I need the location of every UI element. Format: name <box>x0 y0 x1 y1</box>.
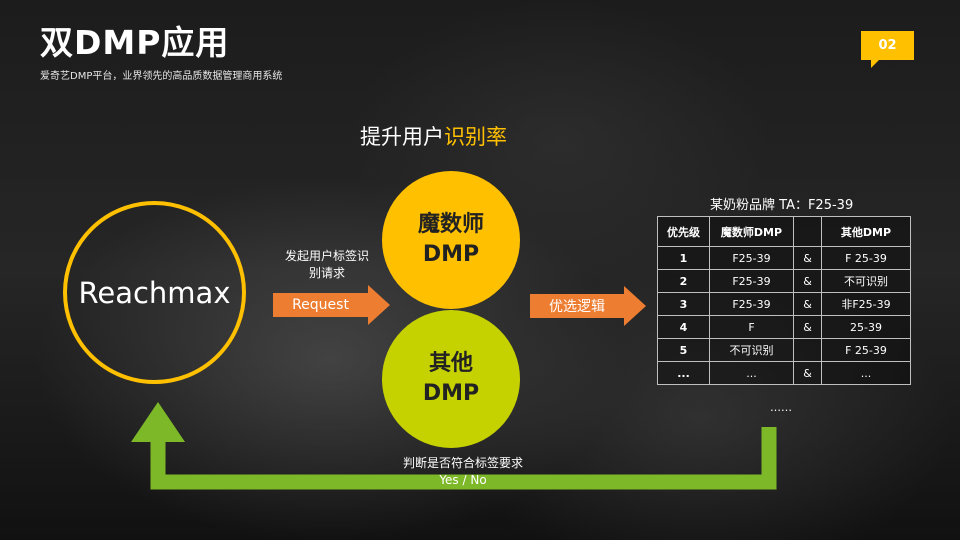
table-row: 2 F25-39 & 不可识别 <box>657 269 911 293</box>
request-note: 发起用户标签识别请求 <box>284 249 369 280</box>
cell-priority: 4 <box>657 315 710 339</box>
cell-connector <box>793 338 822 362</box>
cell-dmp1: F <box>709 315 794 339</box>
moshushi-dmp-node: 魔数师 DMP <box>382 171 520 309</box>
cell-connector: & <box>793 361 822 385</box>
arrow-head-icon <box>624 286 646 326</box>
header-priority: 优先级 <box>657 216 710 247</box>
request-arrow-label: Request <box>273 293 368 317</box>
cell-priority: 5 <box>657 338 710 362</box>
cell-dmp2: 非F25-39 <box>821 292 911 316</box>
section-heading: 提升用户识别率 <box>360 121 507 151</box>
header-connector <box>793 216 822 247</box>
cell-dmp1: F25-39 <box>709 292 794 316</box>
table-row: 5 不可识别 F 25-39 <box>657 338 911 362</box>
table-row: 3 F25-39 & 非F25-39 <box>657 292 911 316</box>
cell-priority: 1 <box>657 246 710 270</box>
arrow-head-icon <box>368 285 390 325</box>
cell-dmp1: F25-39 <box>709 269 794 293</box>
table-header-row: 优先级 魔数师DMP 其他DMP <box>657 216 911 247</box>
cell-priority: 3 <box>657 292 710 316</box>
header-dmp2: 其他DMP <box>821 216 911 247</box>
heading-prefix: 提升用户 <box>360 125 444 149</box>
cell-dmp2: ... <box>821 361 911 385</box>
cell-connector: & <box>793 246 822 270</box>
cell-dmp2: F 25-39 <box>821 246 911 270</box>
dmp1-line2: DMP <box>422 242 480 267</box>
dmp2-line1: 其他 <box>428 351 473 376</box>
reachmax-label: Reachmax <box>78 275 231 310</box>
slide-subtitle: 爱奇艺DMP平台，业界领先的高品质数据管理商用系统 <box>40 71 283 82</box>
page-number-badge: 02 <box>861 31 914 68</box>
cell-dmp1: ... <box>709 361 794 385</box>
table-row: 4 F & 25-39 <box>657 315 911 339</box>
priority-table: 优先级 魔数师DMP 其他DMP 1 F25-39 & F 25-39 2 F2… <box>657 216 911 385</box>
cell-dmp2: 不可识别 <box>821 269 911 293</box>
loop-labels: 判断是否符合标签要求 Yes / No <box>368 455 558 489</box>
prefer-arrow-label: 优选逻辑 <box>530 294 624 318</box>
slide-title: 双DMP应用 <box>40 23 230 62</box>
dmp1-line1: 魔数师 <box>417 212 484 237</box>
reachmax-node: Reachmax <box>63 201 246 384</box>
header-dmp1: 魔数师DMP <box>709 216 794 247</box>
table-caption: 某奶粉品牌 TA：F25-39 <box>710 198 854 213</box>
cell-dmp1: F25-39 <box>709 246 794 270</box>
cell-priority: 2 <box>657 269 710 293</box>
cell-dmp1: 不可识别 <box>709 338 794 362</box>
heading-highlight: 识别率 <box>444 125 507 149</box>
cell-connector: & <box>793 292 822 316</box>
cell-connector: & <box>793 315 822 339</box>
other-dmp-node: 其他 DMP <box>382 310 520 448</box>
table-row: 1 F25-39 & F 25-39 <box>657 246 911 270</box>
loop-label: Yes / No <box>439 473 487 487</box>
cell-dmp2: F 25-39 <box>821 338 911 362</box>
loop-note: 判断是否符合标签要求 <box>402 456 523 470</box>
table-more-indicator: …… <box>770 401 792 414</box>
request-arrow: Request <box>273 285 390 325</box>
cell-connector: & <box>793 269 822 293</box>
cell-priority: ... <box>657 361 710 385</box>
cell-dmp2: 25-39 <box>821 315 911 339</box>
table-row: ... ... & ... <box>657 361 911 385</box>
prefer-logic-arrow: 优选逻辑 <box>530 286 646 326</box>
dmp2-line2: DMP <box>422 381 480 406</box>
